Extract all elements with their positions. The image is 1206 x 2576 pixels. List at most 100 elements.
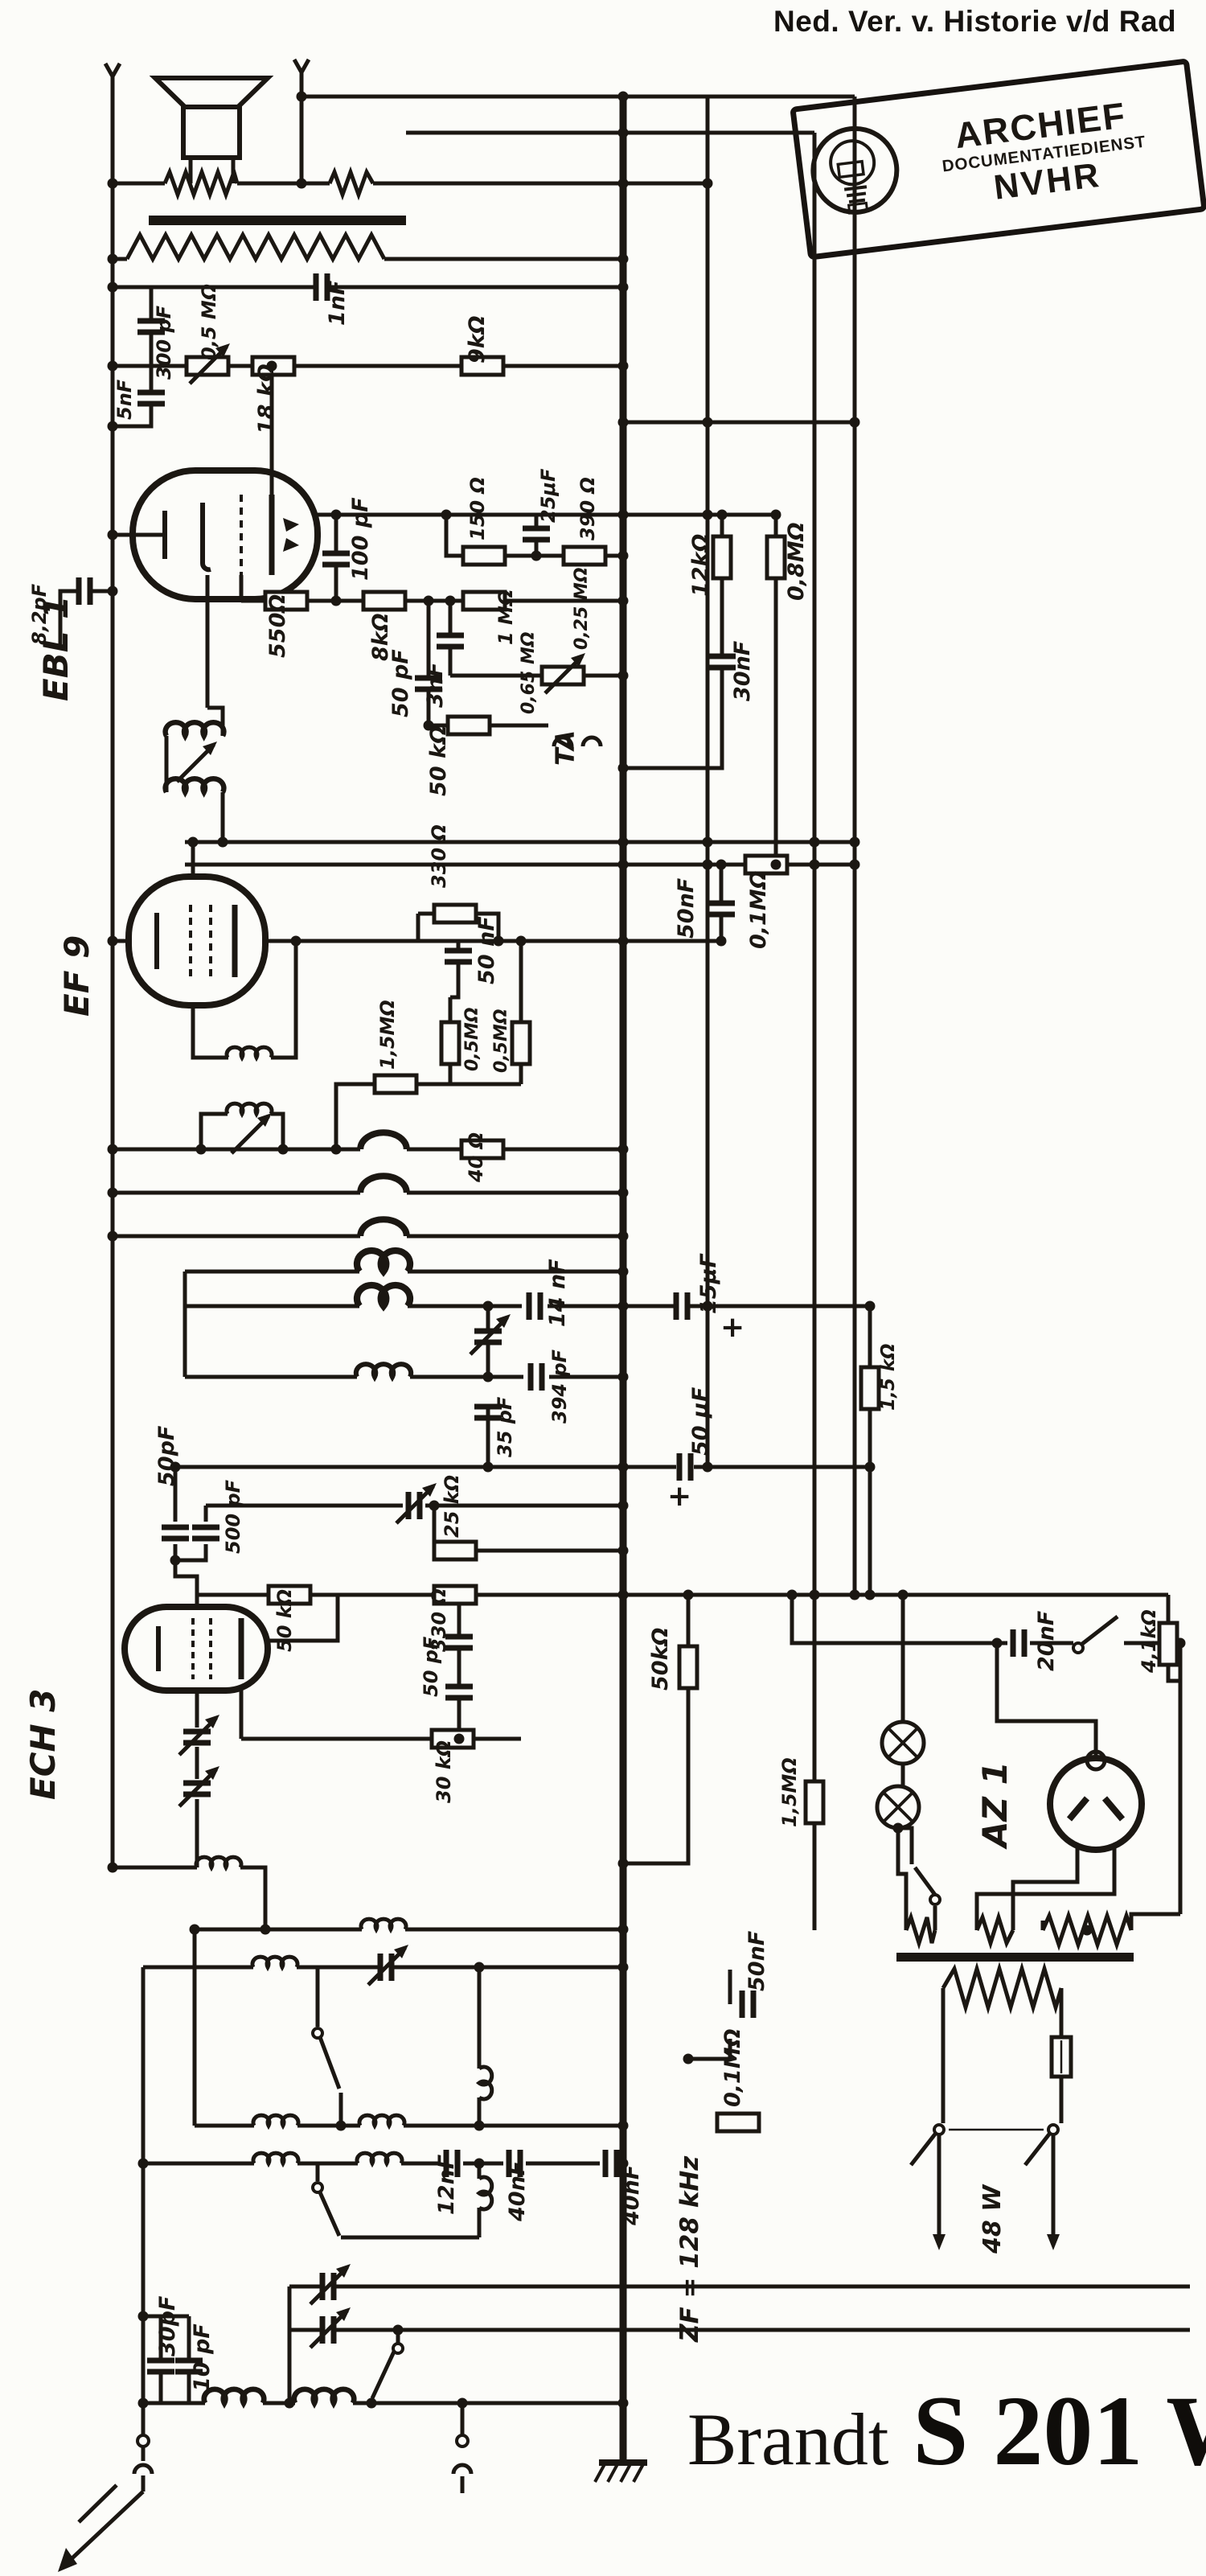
component-value-label: 9kΩ — [465, 315, 490, 364]
coil — [360, 1219, 407, 1236]
junction-dots — [107, 91, 1186, 2409]
dial-lamps — [877, 1722, 924, 1828]
oscillator-coil — [252, 1957, 297, 1967]
trimmer-arrow-icon — [179, 1715, 219, 1755]
resistor — [441, 1022, 459, 1064]
tube-label-ef9: EF 9 — [57, 935, 96, 1017]
component-value-label: 500 pF — [222, 1479, 244, 1554]
antenna-coil — [294, 2389, 354, 2403]
tube-ef9 — [125, 873, 269, 1009]
component-value-label: 330 Ω — [428, 1588, 450, 1652]
brand-name: Brandt — [687, 2398, 889, 2480]
tube-label-ech3: ECH 3 — [23, 1688, 63, 1800]
component-value-label: 0,1MΩ — [746, 870, 771, 949]
if-coil — [227, 1047, 272, 1058]
component-value-label: 20nF — [1034, 1610, 1059, 1671]
oscillator-coil — [253, 2115, 298, 2126]
component-value-label: 0,65 MΩ — [519, 631, 539, 714]
capacitors — [79, 273, 1024, 2372]
resistor — [806, 1781, 823, 1823]
component-value-label: 0,8MΩ — [784, 522, 809, 601]
capacitor — [742, 1991, 753, 2018]
coupling-coil — [479, 2067, 492, 2099]
component-value-label: 1 MΩ — [494, 590, 517, 645]
capacitor — [79, 577, 90, 605]
tube-label-ebl1: EBL 1 — [36, 596, 76, 701]
component-value-label: 50kΩ — [648, 1628, 673, 1691]
component-value-label: 40nF — [619, 2164, 644, 2226]
component-value-label: 330 Ω — [428, 824, 450, 888]
capacitor-electrolytic — [523, 528, 550, 540]
component-value-label: 50 μF — [688, 1387, 713, 1456]
tube-az1 — [1047, 1749, 1145, 1853]
component-value-label: + — [720, 1311, 745, 1344]
capacitor-electrolytic — [676, 1292, 687, 1320]
trimmer-arrow-icon — [368, 1945, 408, 1985]
resistor — [679, 1646, 697, 1688]
component-value-label: 15μF — [696, 1253, 721, 1314]
component-value-label: 14 nF — [545, 1259, 570, 1327]
switch-pivot — [1072, 1641, 1085, 1654]
oscillator-coil — [359, 2115, 404, 2126]
capacitor — [708, 903, 735, 914]
capacitor — [529, 1292, 540, 1320]
capacitor-electrolytic — [679, 1453, 691, 1481]
if-frequency-note: ZF = 128 kHz — [675, 2155, 704, 2343]
resistor — [375, 1075, 416, 1093]
component-value-label: 394 pF — [548, 1349, 571, 1424]
resistor — [713, 536, 731, 578]
coupling-coil — [479, 2177, 492, 2209]
coils — [166, 722, 492, 2403]
component-value-label: 1,5MΩ — [778, 1757, 801, 1827]
mains-fuse — [1049, 2035, 1073, 2079]
coil — [360, 1132, 407, 1149]
mains-plug — [933, 2234, 1060, 2250]
component-value-label: 12nF — [434, 2154, 459, 2215]
component-value-label: 35 pF — [494, 1396, 516, 1457]
component-value-label: 1,5 kΩ — [878, 1343, 899, 1411]
component-value-label: 25 kΩ — [441, 1475, 463, 1538]
component-value-label: 50 pF — [420, 1636, 442, 1697]
ta-terminal-hook — [583, 737, 601, 746]
switch-pivot — [929, 1893, 941, 1906]
switches — [311, 1615, 1119, 2355]
antenna-icon — [58, 2548, 77, 2572]
tube-label-az1: AZ 1 — [975, 1761, 1015, 1850]
component-value-label: 8kΩ — [368, 613, 393, 661]
component-value-label: 40nF — [505, 2160, 530, 2222]
component-value-label: 30pF — [155, 2295, 180, 2356]
coil — [356, 1364, 411, 1377]
switch-pivot — [392, 2342, 404, 2355]
resistor — [448, 717, 490, 734]
loudspeaker-icon — [149, 76, 274, 160]
grid-cap-terminal — [103, 58, 311, 78]
coil — [357, 1285, 410, 1306]
capacitor — [437, 635, 464, 647]
component-value-label: 50 kΩ — [273, 1589, 296, 1652]
component-value-label: 50nF — [745, 1930, 769, 1991]
component-value-label: 50 pF — [388, 649, 413, 717]
power-note: 48 W — [978, 2184, 1007, 2254]
resistor — [717, 2114, 759, 2131]
component-value-label: 40 Ω — [465, 1132, 487, 1183]
power-transformer — [896, 1909, 1134, 2015]
capacitor — [531, 1363, 542, 1391]
component-value-label: TA — [550, 730, 580, 766]
component-value-label: 1nF — [325, 280, 350, 326]
switch-pivot — [311, 2181, 324, 2194]
component-value-label: 3nF — [423, 662, 448, 708]
capacitor — [322, 553, 350, 565]
component-value-label: 100 pF — [348, 497, 373, 581]
output-transformer — [125, 165, 406, 264]
component-value-label: 50 nF — [474, 916, 499, 984]
component-value-label: 5nF — [113, 379, 136, 420]
capacitor — [192, 1527, 219, 1539]
trimmer-arrow-icon — [470, 1314, 511, 1354]
capacitor — [147, 2360, 174, 2372]
resistor — [463, 547, 505, 565]
coil — [357, 1251, 410, 1272]
resistor — [564, 547, 605, 565]
